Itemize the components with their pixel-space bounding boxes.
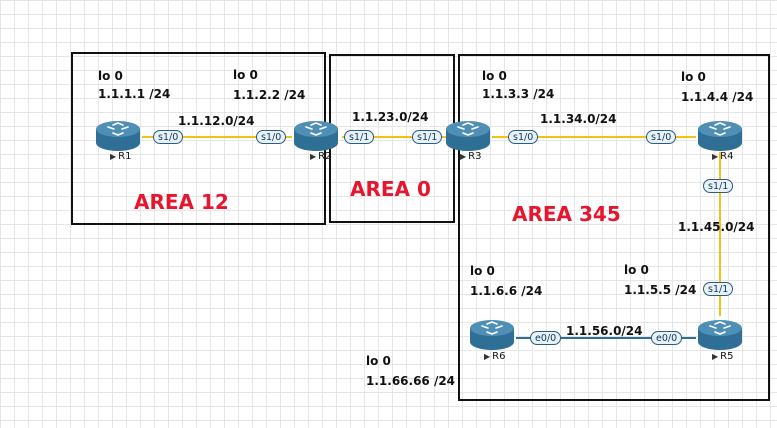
r5-loopback-ip: 1.1.5.5 /24 <box>624 283 697 297</box>
r6-iface-e0-0[interactable]: e0/0 <box>530 331 562 345</box>
r5-iface-e0-0[interactable]: e0/0 <box>651 331 683 345</box>
router-r4[interactable] <box>696 119 744 153</box>
area-12-label: AREA 12 <box>134 190 229 214</box>
link-r6-r5-network: 1.1.56.0/24 <box>566 324 643 338</box>
play-icon: ▶ <box>712 352 719 361</box>
r3-loopback-ip: 1.1.3.3 /24 <box>482 87 555 101</box>
extra-loopback: lo 0 1.1.66.66 /24 <box>366 354 455 388</box>
r1-loopback-ip: 1.1.1.1 /24 <box>98 87 171 101</box>
r1-loopback-name: lo 0 <box>98 69 123 83</box>
r4-iface-s1-0[interactable]: s1/0 <box>646 130 677 144</box>
router-r5-name: ▶R5 <box>712 351 733 362</box>
router-icon <box>698 320 742 350</box>
r1-iface-s1-0[interactable]: s1/0 <box>153 130 184 144</box>
r6-loopback-ip: 1.1.6.6 /24 <box>470 284 543 298</box>
r4-loopback-ip: 1.1.4.4 /24 <box>681 90 754 104</box>
play-icon: ▶ <box>484 352 491 361</box>
play-icon: ▶ <box>310 152 317 161</box>
link-r4-r5-network: 1.1.45.0/24 <box>678 220 755 234</box>
router-r6[interactable] <box>468 318 516 352</box>
link-r2-r3-network: 1.1.23.0/24 <box>352 110 429 124</box>
router-icon <box>446 121 490 151</box>
r4-loopback: lo 0 1.1.4.4 /24 <box>681 70 753 104</box>
r2-loopback-name: lo 0 <box>233 68 258 82</box>
r5-iface-s1-1[interactable]: s1/1 <box>703 282 734 296</box>
play-icon: ▶ <box>110 152 117 161</box>
router-r1-label: R1 <box>118 151 132 162</box>
r3-loopback-name: lo 0 <box>482 69 507 83</box>
r3-loopback: lo 0 1.1.3.3 /24 <box>482 69 554 101</box>
router-r4-label: R4 <box>720 151 734 162</box>
r5-loopback-name: lo 0 <box>624 263 649 277</box>
router-r3[interactable] <box>444 119 492 153</box>
router-icon <box>294 121 338 151</box>
router-r4-name: ▶R4 <box>712 151 733 162</box>
router-r1[interactable] <box>94 119 142 153</box>
router-r3-name: ▶R3 <box>460 151 481 162</box>
router-r6-name: ▶R6 <box>484 351 505 362</box>
router-r2[interactable] <box>292 119 340 153</box>
router-icon <box>470 320 514 350</box>
link-r1-r2-network: 1.1.12.0/24 <box>178 114 255 128</box>
area-345-box <box>458 54 770 401</box>
router-r6-label: R6 <box>492 351 506 362</box>
area-0-label: AREA 0 <box>350 177 431 201</box>
r3-iface-s1-1[interactable]: s1/1 <box>412 130 443 144</box>
play-icon: ▶ <box>460 152 467 161</box>
router-r5[interactable] <box>696 318 744 352</box>
extra-loopback-name: lo 0 <box>366 354 391 368</box>
r4-loopback-name: lo 0 <box>681 70 706 84</box>
r2-iface-s1-0[interactable]: s1/0 <box>256 130 287 144</box>
extra-loopback-ip: 1.1.66.66 /24 <box>366 374 456 388</box>
router-r5-label: R5 <box>720 351 734 362</box>
router-r3-label: R3 <box>468 151 482 162</box>
area-345-label: AREA 345 <box>512 202 621 226</box>
play-icon: ▶ <box>712 152 719 161</box>
r2-loopback: lo 0 1.1.2.2 /24 <box>233 68 305 102</box>
r6-loopback-name: lo 0 <box>470 264 495 278</box>
router-r2-name: ▶R2 <box>310 151 331 162</box>
router-icon <box>698 121 742 151</box>
r2-iface-s1-1[interactable]: s1/1 <box>344 130 375 144</box>
r5-loopback: lo 0 1.1.5.5 /24 <box>624 263 696 297</box>
r4-iface-s1-1[interactable]: s1/1 <box>703 179 734 193</box>
r3-iface-s1-0[interactable]: s1/0 <box>508 130 539 144</box>
r6-loopback: lo 0 1.1.6.6 /24 <box>470 264 542 298</box>
router-r2-label: R2 <box>318 151 332 162</box>
r1-loopback: lo 0 1.1.1.1 /24 <box>98 69 170 101</box>
r2-loopback-ip: 1.1.2.2 /24 <box>233 88 306 102</box>
router-icon <box>96 121 140 151</box>
router-r1-name: ▶R1 <box>110 151 131 162</box>
link-r3-r4-network: 1.1.34.0/24 <box>540 112 617 126</box>
